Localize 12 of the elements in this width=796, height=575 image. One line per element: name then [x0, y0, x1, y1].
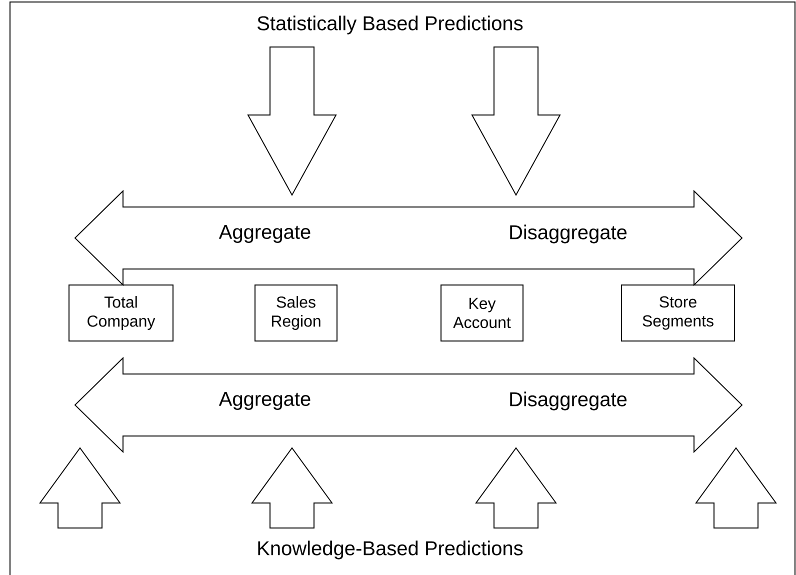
level-box: Key Account — [440, 284, 524, 342]
block-arrow — [475, 447, 557, 528]
level-box: Total Company — [68, 284, 174, 342]
level-box: Sales Region — [254, 284, 338, 342]
block-arrow — [695, 447, 777, 528]
block-arrow — [247, 46, 337, 196]
heading: Knowledge-Based Predictions — [258, 540, 523, 560]
block-arrow — [39, 447, 121, 528]
heading: Statistically Based Predictions — [258, 16, 523, 34]
block-arrow — [251, 447, 333, 528]
level-box: Store Segments — [621, 284, 735, 342]
block-arrow — [471, 46, 561, 196]
